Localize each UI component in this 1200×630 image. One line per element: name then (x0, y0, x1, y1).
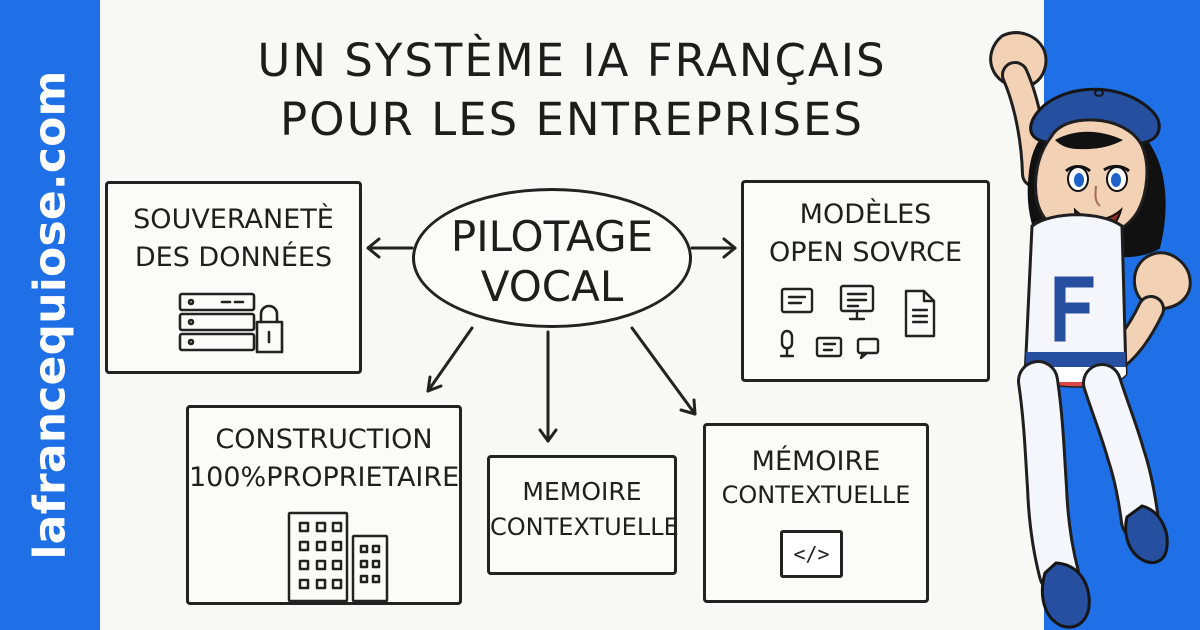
site-domain[interactable]: lafrancequiose.com (24, 70, 76, 560)
left-boot (1041, 561, 1091, 629)
bottom-left-box: CONSTRUCTION 100%PROPRIETAIRE (186, 405, 462, 605)
left-top-line-2: DES DONNÉES (134, 242, 333, 273)
code-icon-text: </> (793, 542, 830, 566)
document-card-icon (780, 287, 814, 314)
center-line-1: PILOTAGE (450, 212, 654, 261)
face (1034, 118, 1149, 240)
buildings-icon (287, 511, 389, 603)
code-box-icon: </> (780, 530, 843, 578)
shirt-letter-graphic (1054, 276, 1094, 342)
center-node: PILOTAGE VOCAL (412, 188, 692, 328)
server-lock-icon (178, 292, 284, 354)
microphone-icon (779, 329, 795, 358)
bottom-left-line-1: CONSTRUCTION (215, 424, 433, 455)
bottom-middle-box: MEMOIRE CONTEXTUELLE (487, 455, 679, 575)
title-line-2: POUR LES ENTREPRISES (280, 93, 864, 146)
right-top-line-2: OPEN SOVRCE (768, 237, 963, 268)
bottom-middle-line-2: CONTEXTUELLE (490, 513, 679, 541)
hero-illustration: F (989, 31, 1192, 629)
file-icon (904, 289, 936, 338)
bottom-right-line-2: CONTEXTUELLE (721, 481, 911, 509)
right-boot (1124, 504, 1169, 564)
left-leg (1020, 363, 1077, 592)
left-top-box: SOUVERANETÈ DES DONNÉES (105, 181, 362, 374)
window-icon (815, 336, 843, 358)
left-top-line-1: SOUVERANETÈ (133, 204, 334, 235)
title-line-1: UN SYSTÈME IA FRANÇAIS (257, 34, 887, 87)
bottom-left-line-2: 100%PROPRIETAIRE (189, 462, 460, 493)
right-top-box: MODÈLES OPEN SOVRCE (741, 180, 990, 382)
right-top-line-1: MODÈLES (799, 199, 932, 230)
right-fist (1132, 251, 1192, 311)
chat-icon (856, 337, 880, 355)
hero-figure: F (989, 31, 1192, 629)
monitor-icon (839, 284, 875, 313)
bottom-middle-line-1: MEMOIRE (522, 477, 642, 506)
right-leg (1085, 366, 1157, 538)
bottom-right-box: MÉMOIRE CONTEXTUELLE </> (703, 423, 929, 603)
left-brand-band: lafrancequiose.com (0, 0, 100, 630)
bottom-right-line-1: MÉMOIRE (751, 446, 881, 477)
center-line-2: VOCAL (480, 262, 624, 311)
open-source-icons (779, 284, 936, 360)
